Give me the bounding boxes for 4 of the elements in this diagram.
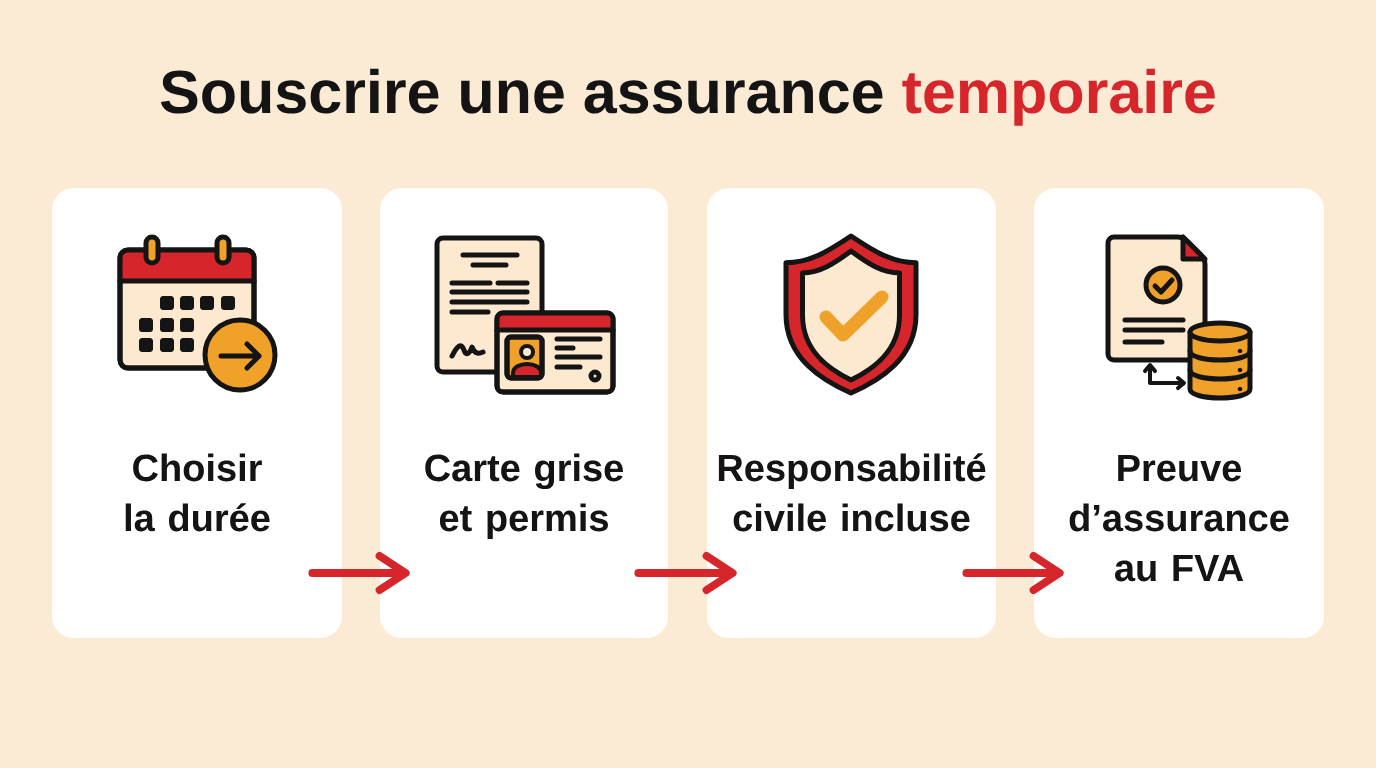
arrow [308, 552, 410, 594]
arrow [962, 552, 1064, 594]
arrow [634, 552, 737, 594]
title: Souscrire une assurance temporaire [160, 68, 1215, 126]
